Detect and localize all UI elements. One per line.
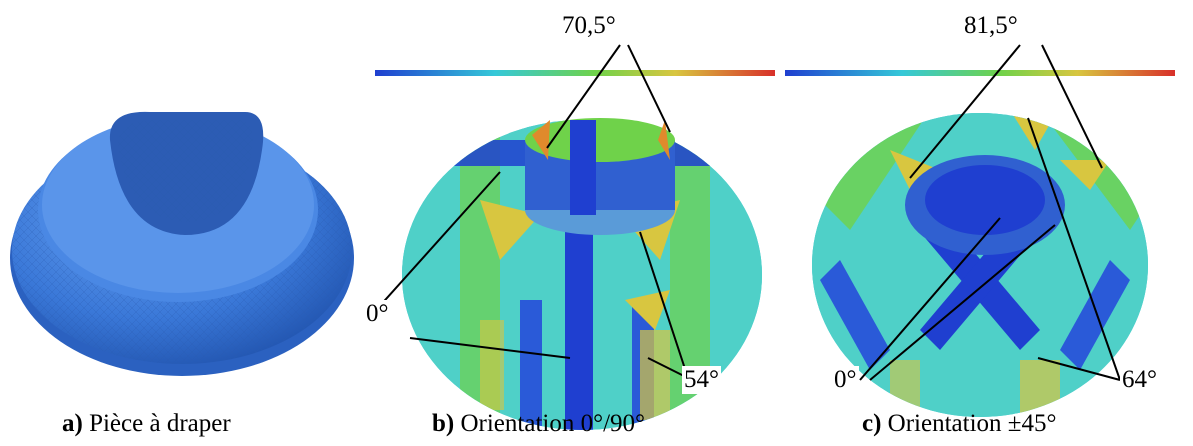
label-b-top: 70,5°	[560, 12, 618, 40]
caption-b: b) Orientation 0°/90°	[432, 410, 646, 437]
panel-a: a) Pièce à draper	[0, 0, 370, 446]
panel-b: 70,5° 0° 54° b) Orientation 0°/90°	[364, 0, 780, 446]
label-c-top: 81,5°	[962, 12, 1020, 40]
label-b-zero: 0°	[364, 300, 391, 328]
label-b-right: 54°	[682, 366, 721, 394]
caption-a: a) Pièce à draper	[62, 410, 231, 437]
color-scale-bar	[375, 70, 775, 76]
orientation-map-c	[785, 44, 1175, 417]
orientation-map-b	[375, 44, 775, 430]
part-render	[10, 111, 354, 376]
label-c-right: 64°	[1120, 366, 1159, 394]
label-c-zero: 0°	[832, 366, 859, 394]
panel-c: 81,5° 0° 64° c) Orientation ±45°	[780, 0, 1193, 446]
caption-c: c) Orientation ±45°	[862, 410, 1057, 437]
color-scale-bar	[785, 70, 1175, 76]
